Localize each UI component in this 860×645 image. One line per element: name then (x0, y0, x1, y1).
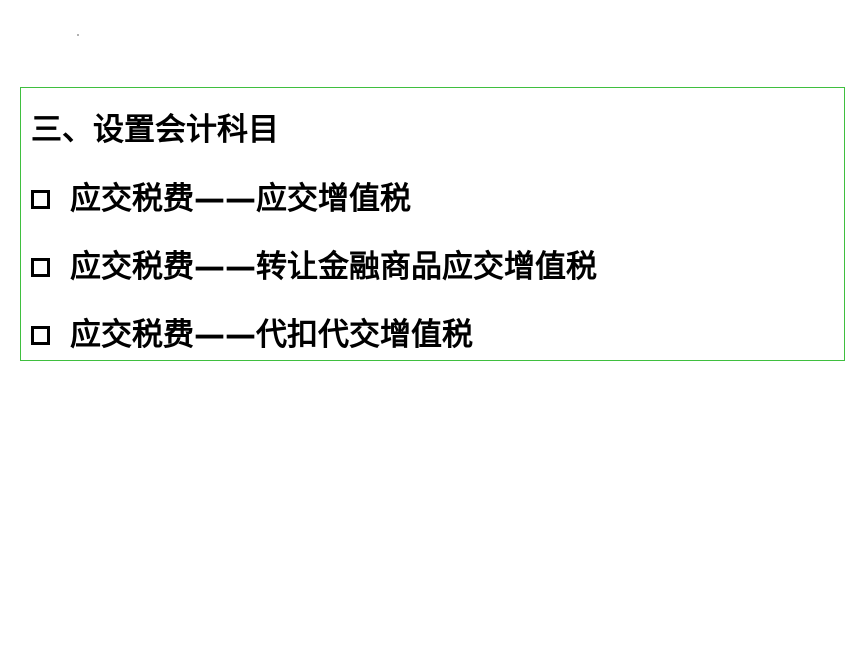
section-heading: 三、设置会计科目 (31, 112, 279, 148)
list-item-label: 应交税费——应交增值税 (70, 181, 411, 217)
list-item: 应交税费——应交增值税 (31, 177, 411, 221)
list-item-label: 应交税费——转让金融商品应交增值税 (70, 249, 597, 285)
hollow-square-icon (31, 257, 50, 277)
list-item-label: 应交税费——代扣代交增值税 (70, 317, 473, 353)
content-box: 三、设置会计科目 应交税费——应交增值税 应交税费——转让金融商品应交增值税 应… (20, 87, 845, 361)
hollow-square-icon (31, 325, 50, 345)
hollow-square-icon (31, 189, 50, 209)
list-item: 应交税费——转让金融商品应交增值税 (31, 245, 597, 289)
list-item: 应交税费——代扣代交增值税 (31, 313, 473, 357)
decorative-dot (77, 34, 79, 36)
